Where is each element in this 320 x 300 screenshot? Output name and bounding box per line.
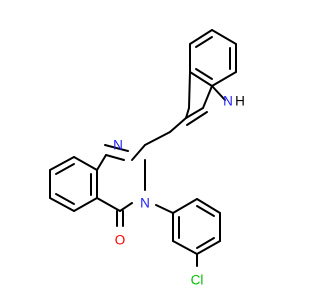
- bond: [185, 107, 204, 119]
- bond: [104, 144, 129, 152]
- bond: [195, 68, 213, 80]
- bond: [189, 29, 213, 45]
- bond: [96, 197, 121, 212]
- bond: [96, 154, 107, 171]
- bond: [185, 107, 190, 119]
- bond: [119, 202, 133, 212]
- bond: [189, 71, 213, 87]
- atom-label-n-indole: N: [223, 94, 233, 109]
- bond: [49, 197, 75, 212]
- bond: [172, 240, 198, 255]
- bond: [196, 205, 215, 217]
- bond: [196, 240, 221, 255]
- bond: [49, 156, 75, 171]
- bond: [196, 198, 221, 214]
- bond: [131, 144, 146, 161]
- atom-label-oxygen: O: [115, 233, 126, 248]
- bond: [55, 193, 75, 205]
- atom-label-chlorine: Cl: [191, 273, 204, 288]
- bond-layer: [49, 29, 237, 267]
- bond: [195, 36, 213, 48]
- bond: [73, 156, 98, 171]
- atom-label-n-quinazoline-3: N: [140, 196, 150, 211]
- bond: [55, 163, 75, 175]
- bond: [211, 85, 226, 101]
- bond: [169, 117, 187, 133]
- bond: [186, 111, 208, 126]
- bond: [155, 204, 174, 214]
- bond: [211, 71, 237, 87]
- bond: [144, 131, 171, 146]
- bond: [73, 197, 98, 212]
- atom-label-h-indole: H: [235, 94, 245, 109]
- bond: [196, 237, 215, 249]
- bond: [172, 198, 198, 214]
- atom-label-n-quinazoline-1: N: [113, 138, 123, 153]
- bond: [105, 154, 125, 161]
- bond: [188, 71, 191, 109]
- atom-label-layer: N H N N O Cl: [113, 94, 245, 288]
- bond: [211, 29, 237, 45]
- bond: [202, 85, 213, 109]
- chemical-structure-diagram: N H N N O Cl: [49, 29, 245, 288]
